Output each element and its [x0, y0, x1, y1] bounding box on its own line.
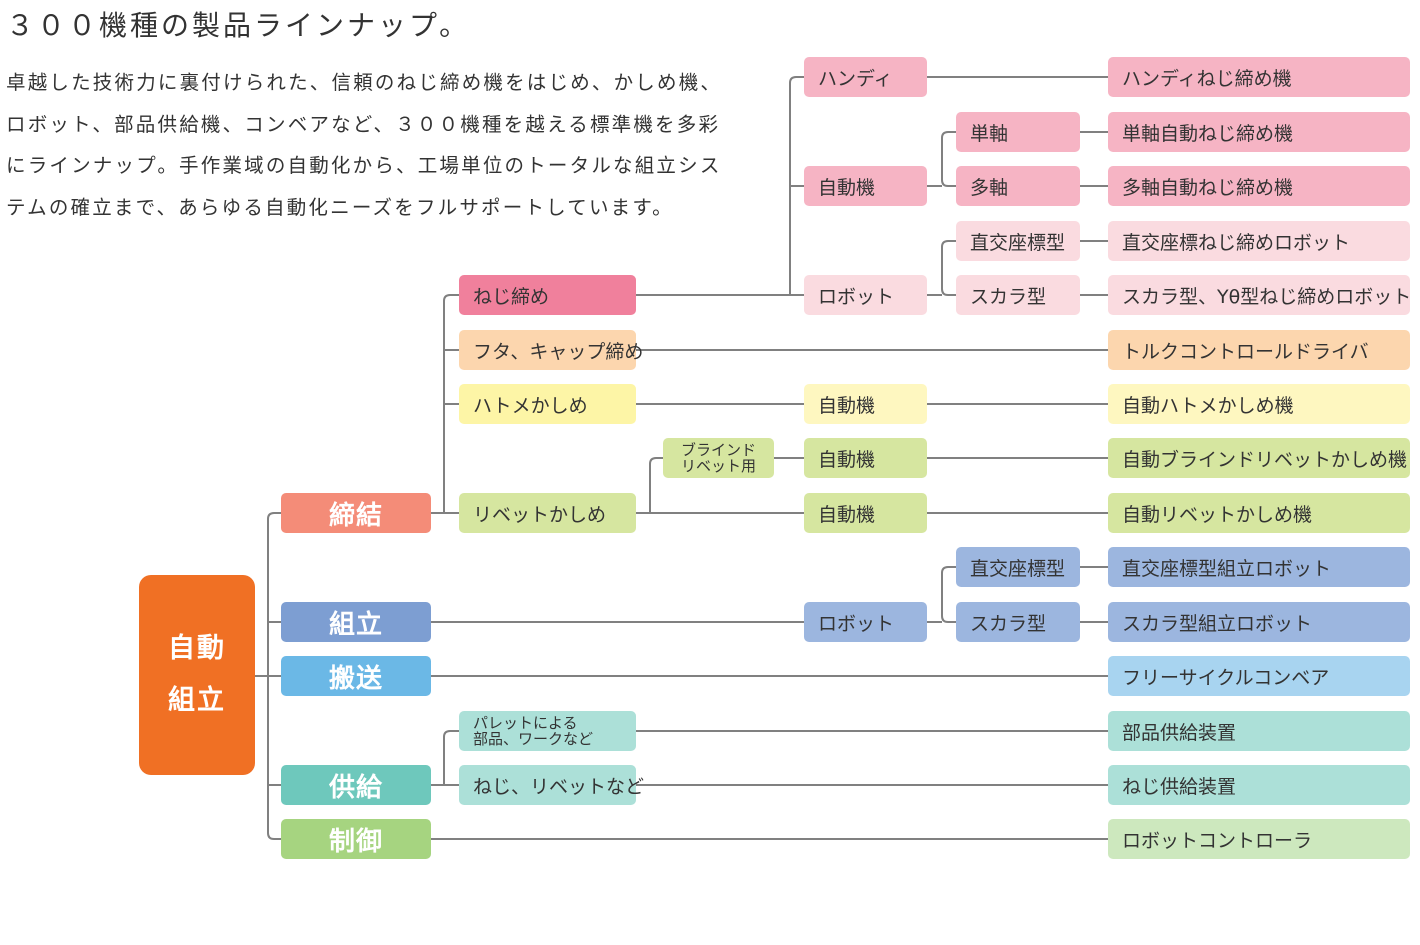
category-control: 制御: [281, 819, 431, 859]
product-handy: ハンディねじ締め機: [1108, 57, 1410, 97]
product-scara-screw: スカラ型、Yθ型ねじ締めロボット: [1108, 275, 1411, 315]
category-fastening: 締結: [281, 493, 431, 533]
description-line: テムの確立まで、あらゆる自動化ニーズをフルサポートしています。: [6, 195, 674, 219]
node-auto-rivet: 自動機: [804, 493, 927, 533]
node-cartesian-assembly: 直交座標型: [956, 547, 1080, 587]
node-blind-rivet: ブラインド リベット用: [663, 438, 774, 478]
product-cartesian-screw: 直交座標ねじ締めロボット: [1108, 221, 1410, 261]
product-eyelet: 自動ハトメかしめ機: [1108, 384, 1410, 424]
node-cap-fastening: フタ、キャップ締め: [459, 330, 643, 370]
page-title: ３００機種の製品ラインナップ。: [6, 9, 471, 42]
node-single-axis: 単軸: [956, 112, 1080, 152]
product-controller: ロボットコントローラ: [1108, 819, 1410, 859]
node-auto-eyelet: 自動機: [804, 384, 927, 424]
node-scara-assembly: スカラ型: [956, 602, 1080, 642]
product-rivet: 自動リベットかしめ機: [1108, 493, 1410, 533]
root-label-line: 自動: [168, 633, 226, 664]
node-auto-screw: 自動機: [804, 166, 927, 206]
product-multi: 多軸自動ねじ締め機: [1108, 166, 1410, 206]
product-single: 単軸自動ねじ締め機: [1108, 112, 1410, 152]
description-line: 卓越した技術力に裏付けられた、信頼のねじ締め機をはじめ、かしめ機、: [6, 71, 723, 94]
node-scara-screw: スカラ型: [956, 275, 1080, 315]
description-line: にラインナップ。手作業域の自動化から、工場単位のトータルな組立シス: [6, 154, 722, 177]
root-node-auto-assembly: 自動 組立: [139, 575, 255, 775]
product-cartesian-assembly: 直交座標型組立ロボット: [1108, 547, 1410, 587]
category-assembly: 組立: [281, 602, 431, 642]
node-blind-rivet-line: ブラインド: [680, 441, 756, 459]
node-screw-rivet: ねじ、リベットなど: [459, 765, 644, 805]
node-pallet-parts: パレットによる 部品、ワークなど: [459, 711, 636, 751]
node-cartesian-screw: 直交座標型: [956, 221, 1080, 261]
product-scara-assembly: スカラ型組立ロボット: [1108, 602, 1410, 642]
node-handy: ハンディ: [804, 57, 927, 97]
node-pallet-parts-line: 部品、ワークなど: [473, 730, 594, 748]
category-transport: 搬送: [281, 656, 431, 696]
node-eyelet-crimping: ハトメかしめ: [459, 384, 636, 424]
description: 卓越した技術力に裏付けられた、信頼のねじ締め機をはじめ、かしめ機、 ロボット、部…: [6, 62, 786, 228]
node-multi-axis: 多軸: [956, 166, 1080, 206]
product-torque: トルクコントロールドライバ: [1108, 330, 1410, 370]
node-blind-rivet-line: リベット用: [680, 457, 756, 475]
node-robot-screw: ロボット: [804, 275, 927, 315]
node-robot-assembly: ロボット: [804, 602, 927, 642]
node-auto-blind: 自動機: [804, 438, 927, 478]
node-screw-fastening: ねじ締め: [459, 275, 636, 315]
node-pallet-parts-line: パレットによる: [473, 714, 578, 732]
category-feeding: 供給: [281, 765, 431, 805]
product-conveyor: フリーサイクルコンベア: [1108, 656, 1410, 696]
root-label-line: 組立: [168, 685, 226, 716]
node-rivet-crimping: リベットかしめ: [459, 493, 636, 533]
product-screw-feeder: ねじ供給装置: [1108, 765, 1410, 805]
description-line: ロボット、部品供給機、コンベアなど、３００機種を越える標準機を多彩: [6, 112, 721, 136]
product-blind: 自動ブラインドリベットかしめ機: [1108, 438, 1410, 478]
product-parts-feeder: 部品供給装置: [1108, 711, 1410, 751]
